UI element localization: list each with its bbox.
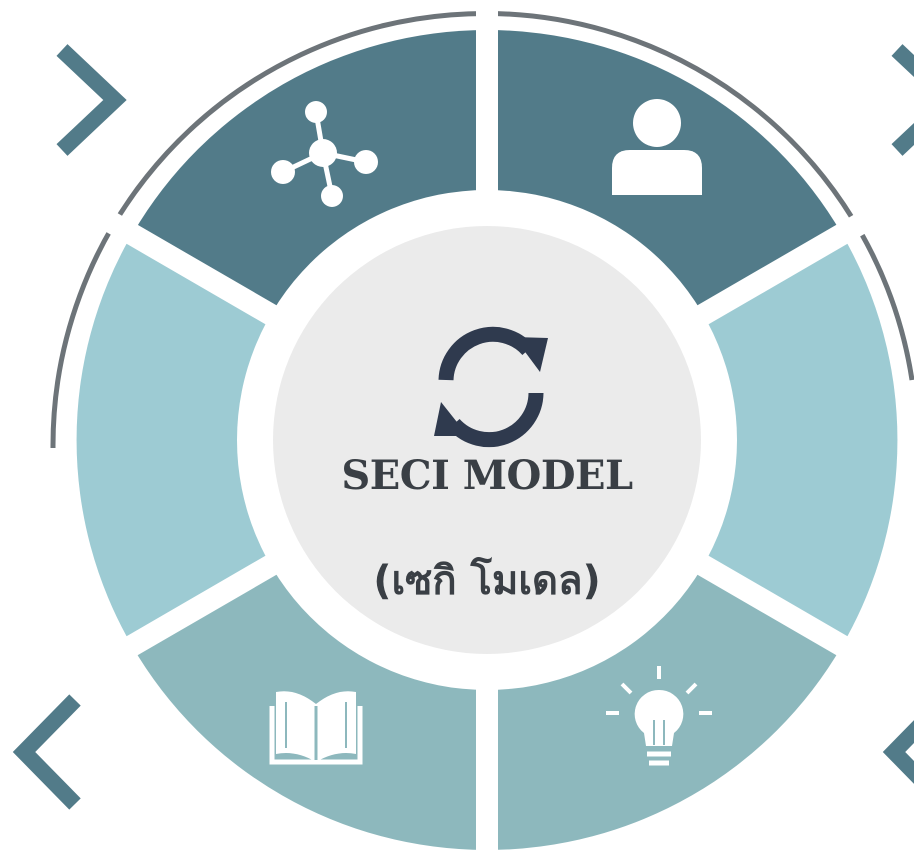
diagram-title: SECI MODEL <box>341 452 633 499</box>
chevron-right-icon <box>56 44 127 156</box>
chevron-left-icon <box>882 720 914 784</box>
chevron-left-icon <box>12 694 81 810</box>
chevron-right-icon <box>891 44 914 156</box>
network-icon <box>271 101 378 207</box>
book-icon <box>269 691 363 765</box>
lightbulb-icon <box>606 666 712 766</box>
diagram-subtitle: (เซกิ โมเดล) <box>373 558 601 604</box>
person-icon <box>612 99 702 195</box>
cycle-arrows-icon <box>434 326 548 448</box>
outer-arc <box>50 11 914 449</box>
